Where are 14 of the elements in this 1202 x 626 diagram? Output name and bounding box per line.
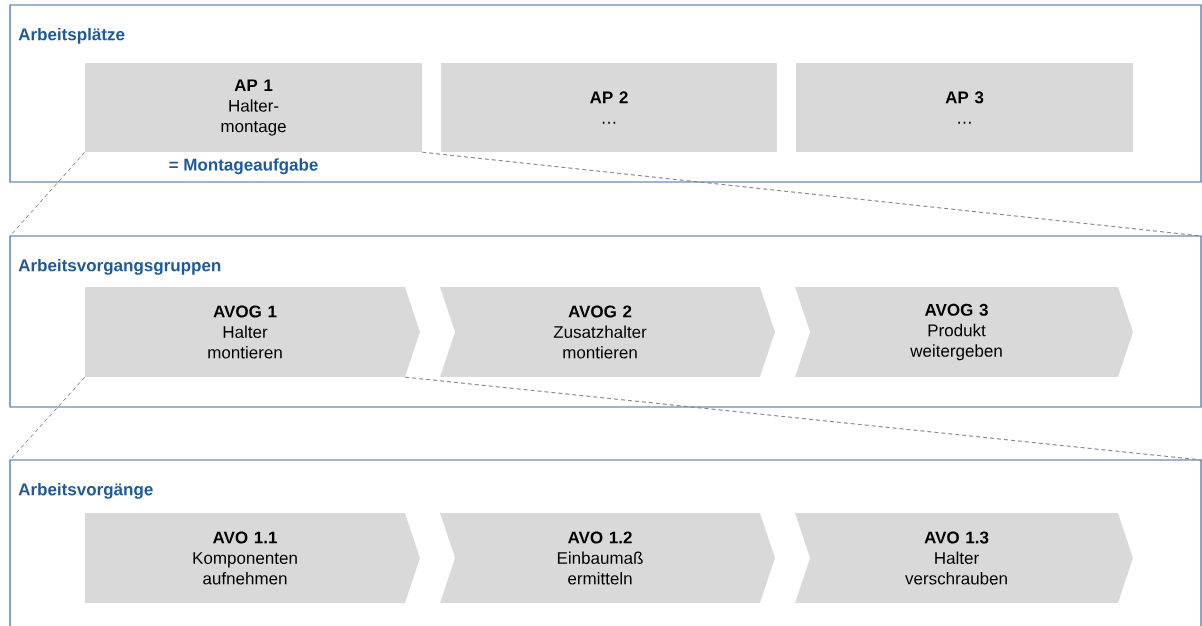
leader-line [9,376,86,461]
chevron-step: AVOG 3 Produkt weitergeben [795,287,1133,377]
leader-line [404,376,1202,461]
chevron-step: AVO 1.3 Halter verschrauben [795,513,1133,603]
process-box: AP 3 … [796,63,1133,152]
leader-line [421,151,1202,237]
process-box: AP 1 Halter- montage [85,63,422,152]
leader-line [9,151,86,237]
process-box: AP 2 … [441,63,777,152]
chevron-step: AVOG 2 Zusatzhalter montieren [440,287,775,377]
chevron-step: AVO 1.2 Einbaumaß ermitteln [440,513,775,603]
chevron-step: AVOG 1 Halter montieren [85,287,420,377]
chevron-step: AVO 1.1 Komponenten aufnehmen [85,513,420,603]
node-label: = Montageaufgabe [169,158,318,175]
